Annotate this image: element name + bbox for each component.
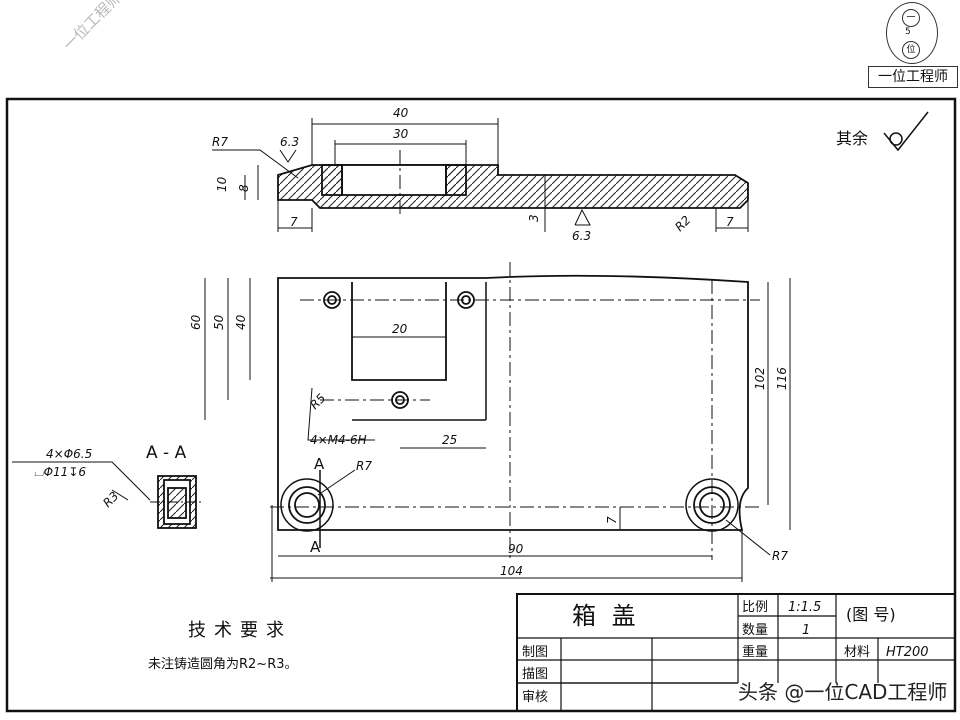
roughness-top: 6.3 <box>280 135 299 149</box>
section-mark-bottom: A <box>310 538 321 556</box>
part-name: 箱 盖 <box>572 602 640 630</box>
dim-3: 3 <box>527 214 541 222</box>
material-value: HT200 <box>886 645 929 660</box>
dim-10: 10 <box>215 176 229 192</box>
qty-label: 数量 <box>742 623 768 638</box>
dim-90: 90 <box>508 542 524 556</box>
roughness-symbol-icon <box>883 111 929 152</box>
surface-note: 其余 <box>836 129 868 148</box>
logo-emblem-icon: 一 5 位 <box>886 2 938 64</box>
dim-7-plan: 7 <box>605 516 619 524</box>
dim-r7-top: R7 <box>212 135 228 149</box>
scale-value: 1:1.5 <box>788 600 821 615</box>
scale-label: 比例 <box>742 600 768 615</box>
section-view <box>212 118 749 232</box>
dim-7-right: 7 <box>726 215 734 229</box>
dim-20: 20 <box>392 322 408 336</box>
dim-116: 116 <box>775 367 789 390</box>
row-traced: 描图 <box>522 667 548 682</box>
dim-r7-right: R7 <box>772 549 788 563</box>
section-mark-top: A <box>314 455 325 473</box>
footer-watermark: 头条 @一位CAD工程师 <box>738 680 948 704</box>
dim-8: 8 <box>237 184 251 192</box>
section-label: A - A <box>146 443 187 463</box>
title-block <box>516 593 956 712</box>
drawing-number-label: (图 号) <box>846 605 896 624</box>
row-checked: 审核 <box>522 690 548 705</box>
tech-req-title: 技术要求 <box>188 620 292 641</box>
dim-thread: 4×M4-6H <box>310 433 367 447</box>
dim-40-vertical: 40 <box>234 314 248 330</box>
tech-req-note: 未注铸造圆角为R2~R3。 <box>148 656 298 672</box>
weight-label: 重量 <box>742 644 768 660</box>
hole-spec-1: 4×Φ6.5 <box>46 447 92 461</box>
dim-102: 102 <box>753 367 767 390</box>
qty-value: 1 <box>802 623 810 638</box>
plan-view <box>204 262 791 582</box>
dim-60: 60 <box>189 314 203 330</box>
drawing-frame <box>5 97 957 713</box>
logo-mid-glyph: 5 <box>905 27 911 37</box>
material-label: 材料 <box>844 645 870 660</box>
logo-label: 一位工程师 <box>868 66 958 88</box>
dim-104: 104 <box>500 564 523 578</box>
logo-bottom-glyph: 位 <box>902 41 920 59</box>
dim-r2: R2 <box>672 213 693 234</box>
dim-50: 50 <box>212 314 226 330</box>
roughness-bottom: 6.3 <box>572 229 591 243</box>
dim-7-left: 7 <box>290 215 298 229</box>
hole-spec-2: ⌴Φ11↧6 <box>34 465 86 479</box>
row-drawn: 制图 <box>522 645 548 660</box>
dim-40: 40 <box>393 106 409 120</box>
logo-top-glyph: 一 <box>902 9 920 27</box>
section-aa <box>12 461 204 529</box>
dim-30: 30 <box>393 127 409 141</box>
dim-r7-left: R7 <box>356 459 372 473</box>
dim-25: 25 <box>442 433 457 447</box>
hole-spec-r3: R3 <box>100 489 121 510</box>
